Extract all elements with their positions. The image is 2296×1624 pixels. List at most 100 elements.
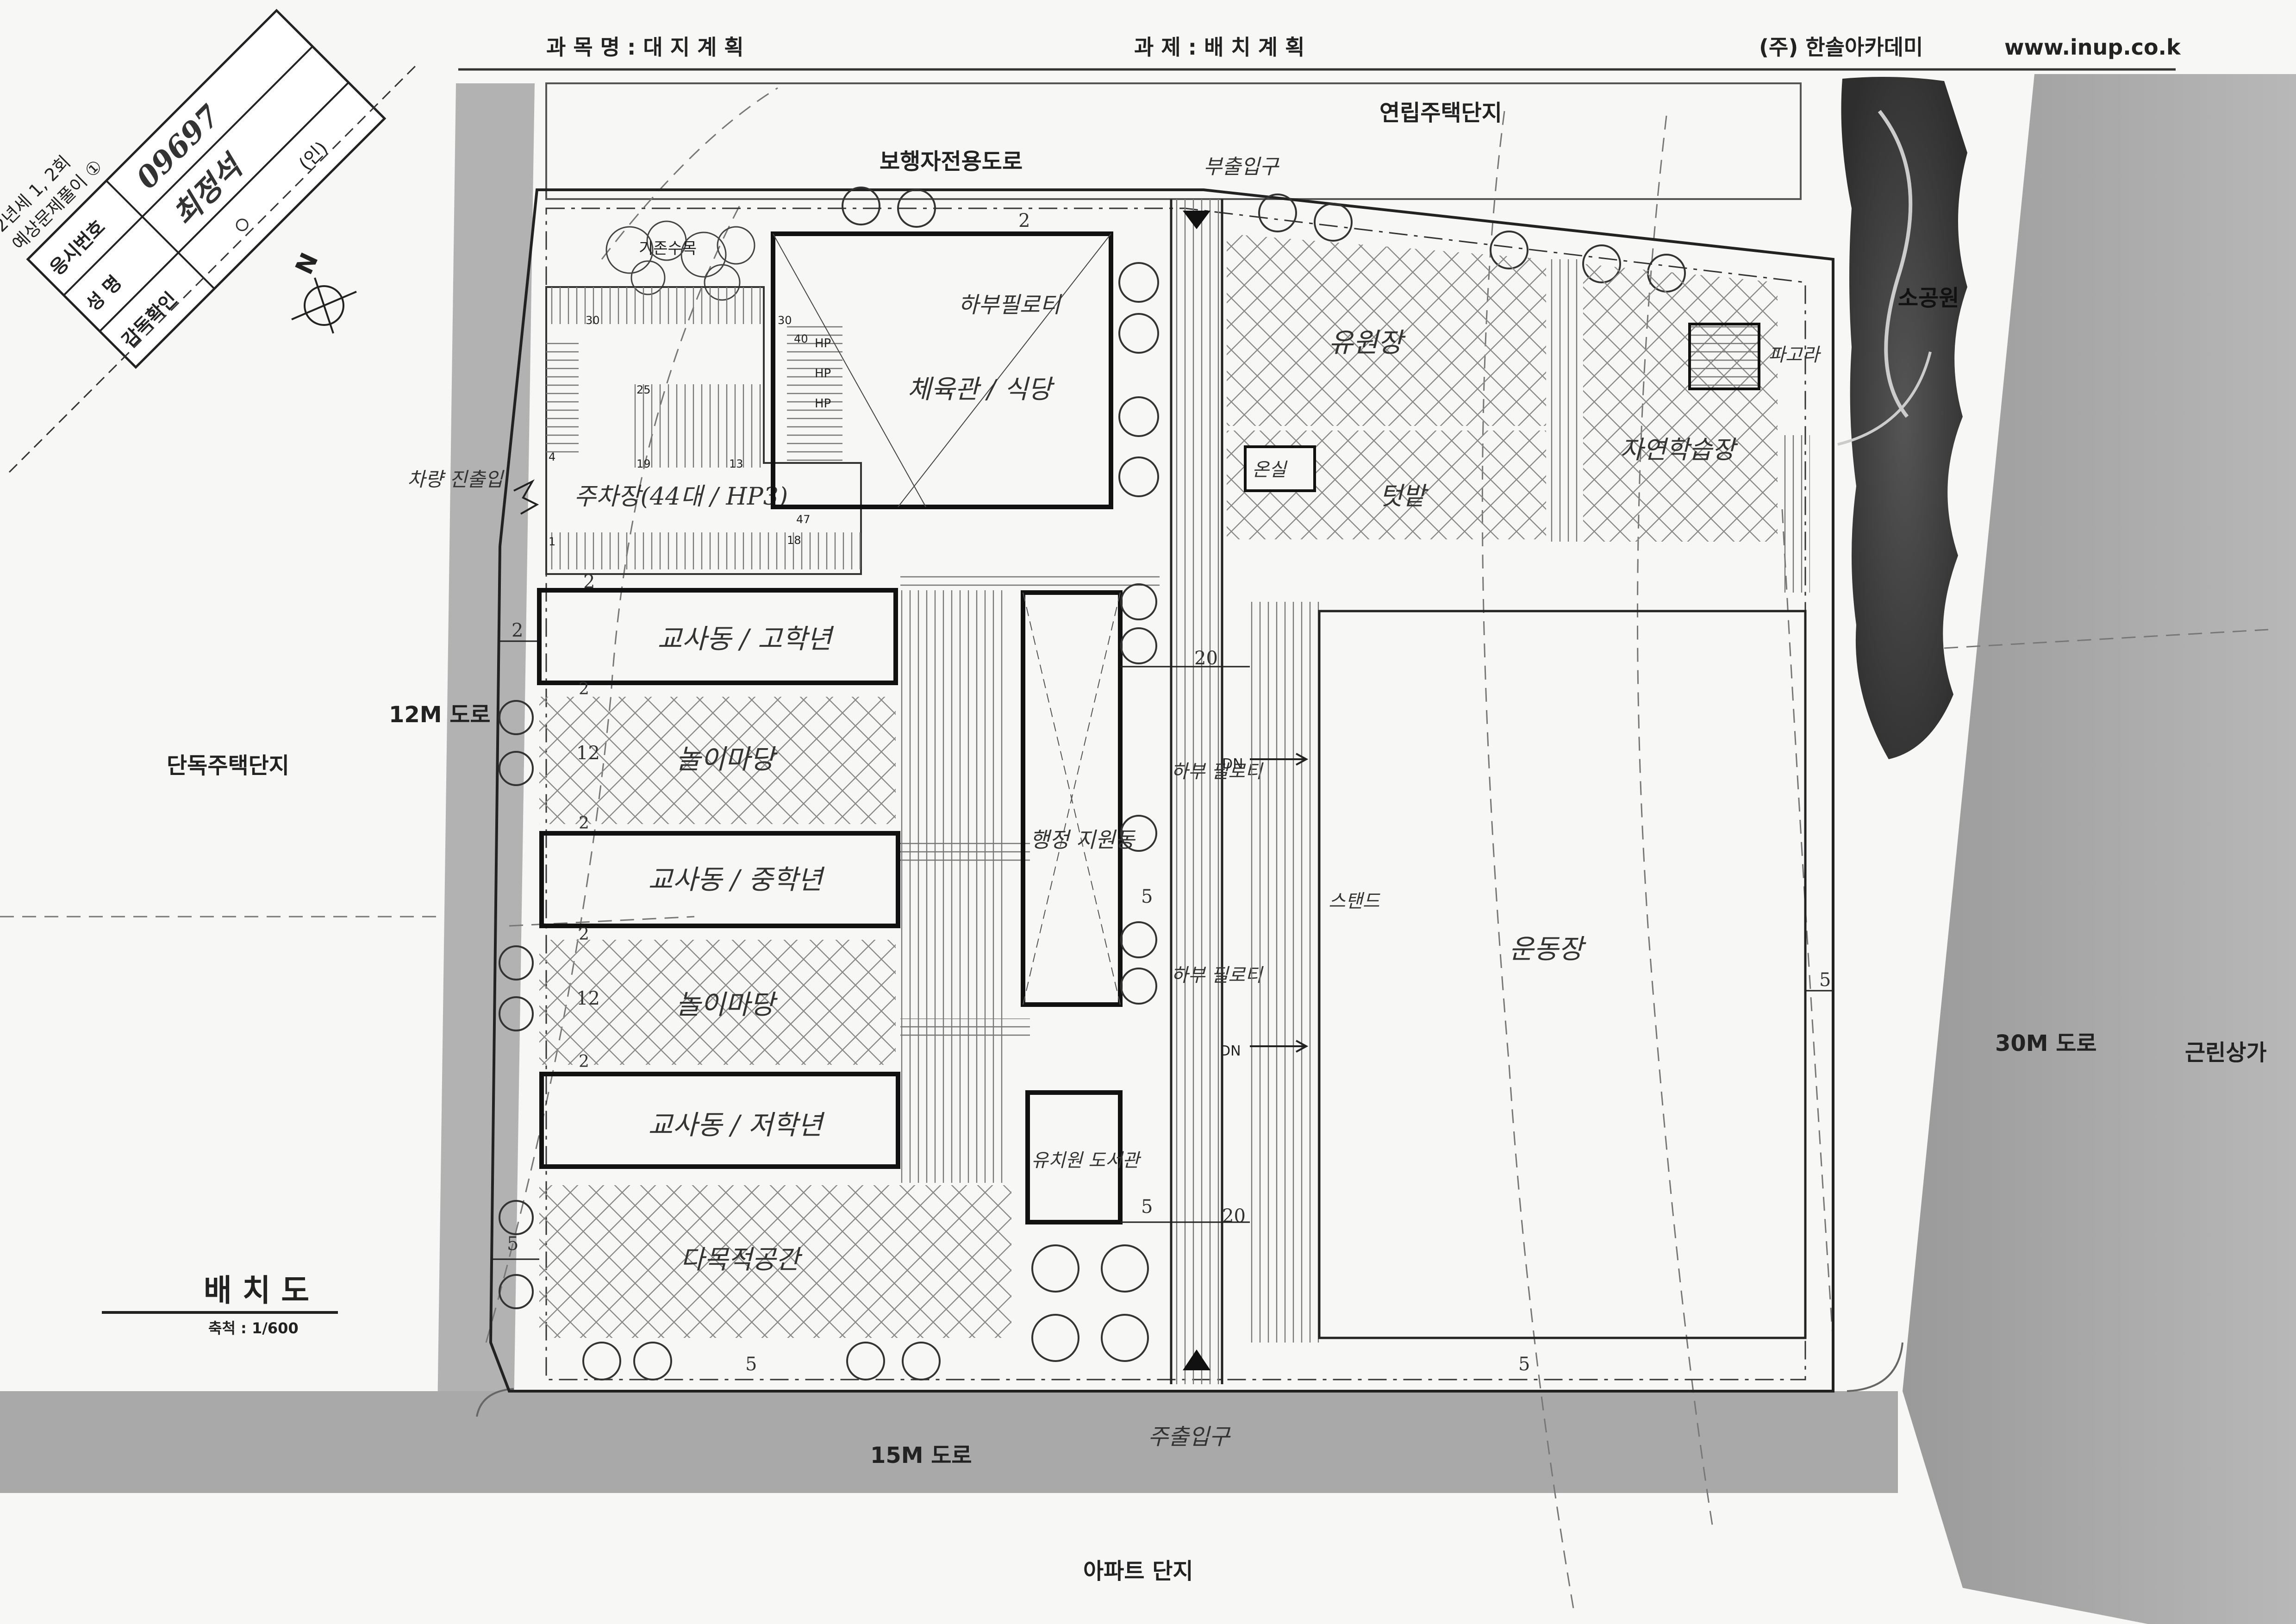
dimension-text: 2 xyxy=(583,571,595,593)
parking-label: 주차장(44대 / HP3) xyxy=(574,483,788,511)
right-connector xyxy=(1548,259,1581,542)
dimension-text: 12 xyxy=(576,743,600,764)
header-website: www.inup.co.k xyxy=(2004,35,2181,60)
existing-tree-label: 기존수목 xyxy=(639,239,697,258)
north-label: N xyxy=(290,249,324,279)
school-mid-label: 교사동 / 중학년 xyxy=(648,864,825,895)
school-mid-block xyxy=(539,831,900,928)
nature-study-area xyxy=(1583,264,1778,542)
school-upper-block xyxy=(537,588,898,685)
dimension-text: 2 xyxy=(579,925,589,944)
hp-mark: HP xyxy=(815,337,831,350)
corridor-strip xyxy=(900,590,1007,1183)
stall-number: 25 xyxy=(636,383,651,396)
road-12m-label: 12M 도로 xyxy=(389,702,491,728)
playground xyxy=(1318,610,1807,1339)
connector-strip xyxy=(900,843,1030,866)
main-entrance-marker xyxy=(1183,1349,1210,1370)
main-entrance-label: 주출입구 xyxy=(1148,1424,1231,1450)
piloti-upper-label: 하부 필로티 xyxy=(1171,761,1264,782)
road-15m-label: 15M 도로 xyxy=(870,1443,972,1468)
garden-label: 텃밭 xyxy=(1379,481,1429,511)
play-yard-1 xyxy=(539,697,896,824)
road-30m xyxy=(1903,74,2296,1624)
school-upper-label: 교사동 / 고학년 xyxy=(657,623,834,655)
stand xyxy=(1250,602,1319,1343)
drawing-scale: 축척 : 1/600 xyxy=(208,1319,299,1337)
stall-number: 13 xyxy=(729,457,743,470)
header-task: 과 제 : 배 치 계 획 xyxy=(1134,35,1304,60)
header-bar: 과 목 명 : 대 지 계 획 과 제 : 배 치 계 획 (주) 한솔아카데미… xyxy=(458,35,2181,71)
hp-mark: HP xyxy=(815,367,831,381)
dimension-text: 5 xyxy=(1141,1196,1153,1218)
road-15m xyxy=(0,1391,1898,1493)
existing-tree-cluster xyxy=(605,220,755,301)
stall-number: 47 xyxy=(796,513,811,526)
dimension-text: 12 xyxy=(576,988,600,1009)
right-edge-strip xyxy=(1782,435,1810,593)
playground-label: 운동장 xyxy=(1509,933,1586,965)
greenhouse xyxy=(1244,445,1316,492)
play-yard-2-label: 놀이마당 xyxy=(676,989,778,1020)
north-arrow: N xyxy=(290,249,357,334)
school-lower-block xyxy=(539,1072,900,1169)
header-academy: (주) 한솔아카데미 xyxy=(1759,35,1923,60)
gym-label: 체육관 / 식당 xyxy=(907,375,1055,405)
row-housing-label: 연립주택단지 xyxy=(1379,100,1502,126)
header-subject: 과 목 명 : 대 지 계 획 xyxy=(546,35,744,60)
stand-label: 스탠드 xyxy=(1329,891,1381,912)
admin-label: 행정 지원동 xyxy=(1030,827,1136,852)
multipurpose-label: 다목적공간 xyxy=(680,1245,803,1275)
dn-label: DN xyxy=(1220,1043,1241,1059)
dimension-text: 5 xyxy=(745,1354,757,1375)
nature-study-label: 자연학습장 xyxy=(1620,435,1738,464)
kinder-library-block xyxy=(1025,1090,1123,1224)
sub-entrance-label: 부출입구 xyxy=(1204,155,1279,179)
connector-strip xyxy=(900,1018,1030,1042)
small-park xyxy=(1841,77,1967,759)
piloti-lower-label: 하부 필로티 xyxy=(1171,965,1264,986)
stall-number: 18 xyxy=(787,534,801,547)
vehicle-entrance-label: 차량 진출입 xyxy=(407,468,505,491)
dimension-text: 5 xyxy=(507,1233,518,1255)
stall-number: 1 xyxy=(549,535,555,548)
sub-entrance-marker xyxy=(1183,211,1210,229)
commercial-label: 근린상가 xyxy=(2185,1040,2267,1066)
kindergarten-field-label: 유원장 xyxy=(1329,327,1406,358)
gym-piloti-label: 하부필로티 xyxy=(958,292,1062,318)
stall-number: 30 xyxy=(778,314,792,327)
gym-cafeteria-block: 하부필로티 체육관 / 식당 xyxy=(771,231,1113,509)
dimension-text: 2 xyxy=(579,680,589,699)
play-yard-2 xyxy=(539,940,896,1065)
dimension-text: 20 xyxy=(1194,648,1218,669)
dimension-text: 5 xyxy=(1518,1354,1530,1375)
small-park-label: 소공원 xyxy=(1898,285,1959,311)
kindergarten-field xyxy=(1227,234,1546,426)
dimension-text: 5 xyxy=(1141,886,1153,907)
dimension-text: 2 xyxy=(512,620,523,641)
dimension-text: 2 xyxy=(579,814,589,833)
road-30m-label: 30M 도로 xyxy=(1995,1031,2097,1056)
stamp-dashed-edge xyxy=(8,64,418,473)
site-boundary xyxy=(489,188,1834,1393)
row-housing-block xyxy=(545,82,1802,200)
pergola-label: 파고라 xyxy=(1768,344,1822,366)
school-lower-label: 교사동 / 저학년 xyxy=(648,1109,825,1141)
kinder-library-label: 유치원 도서관 xyxy=(1031,1150,1142,1171)
multipurpose-space xyxy=(539,1185,1011,1338)
central-axis xyxy=(1171,199,1222,1384)
apartment-label: 아파트 단지 xyxy=(1083,1558,1193,1584)
title-block: 배 치 도 축척 : 1/600 xyxy=(102,1273,338,1337)
vehicle-entrance-arrow xyxy=(513,479,539,515)
dimension-text: 20 xyxy=(1222,1206,1246,1227)
dimension-marks: 2 2 2 12 2 2 12 2 5 20 5 5 20 5 5 5 2 xyxy=(491,210,1833,1375)
admin-support-block: 행정 지원동 xyxy=(1021,590,1136,1007)
dimension-text: 2 xyxy=(579,1052,589,1071)
dimension-text: 5 xyxy=(1819,969,1831,991)
dimension-text: 2 xyxy=(1018,210,1030,231)
play-yard-1-label: 놀이마당 xyxy=(676,743,778,775)
road-12m xyxy=(437,83,535,1412)
drawing-title: 배 치 도 xyxy=(204,1273,309,1308)
hp-mark: HP xyxy=(815,397,831,411)
